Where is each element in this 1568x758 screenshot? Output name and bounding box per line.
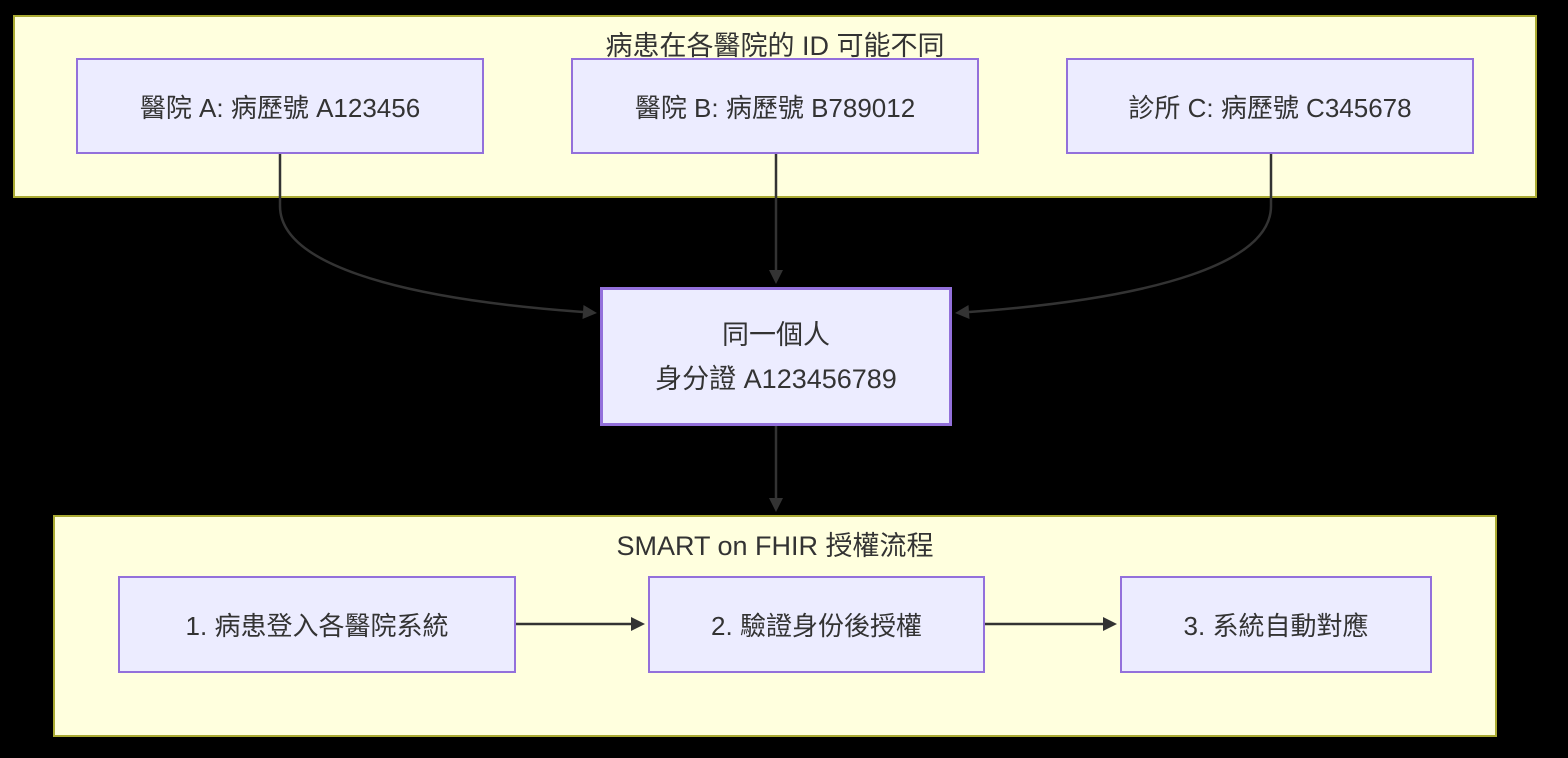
node-step1-label: 1. 病患登入各醫院系統 (185, 611, 449, 641)
node-person-line2: 身分證 A123456789 (655, 363, 897, 394)
node-hospital-b-label: 醫院 B: 病歷號 B789012 (634, 92, 916, 123)
node-step3: 3. 系統自動對應 (1120, 576, 1432, 673)
node-step2-label: 2. 驗證身份後授權 (711, 611, 922, 641)
node-hospital-a: 醫院 A: 病歷號 A123456 (76, 58, 484, 154)
node-clinic-c-label: 診所 C: 病歷號 C345678 (1128, 92, 1412, 123)
node-person: 同一個人 身分證 A123456789 (600, 287, 952, 426)
cluster-hospital-ids-title: 病患在各醫院的 ID 可能不同 (605, 31, 945, 61)
node-step3-label: 3. 系統自動對應 (1183, 611, 1369, 641)
node-person-line1: 同一個人 (722, 319, 830, 350)
node-step1: 1. 病患登入各醫院系統 (118, 576, 516, 673)
node-step2: 2. 驗證身份後授權 (648, 576, 985, 673)
node-hospital-b: 醫院 B: 病歷號 B789012 (571, 58, 979, 154)
node-clinic-c: 診所 C: 病歷號 C345678 (1066, 58, 1474, 154)
cluster-smart-on-fhir-title: SMART on FHIR 授權流程 (616, 531, 934, 561)
node-hospital-a-label: 醫院 A: 病歷號 A123456 (139, 92, 421, 123)
